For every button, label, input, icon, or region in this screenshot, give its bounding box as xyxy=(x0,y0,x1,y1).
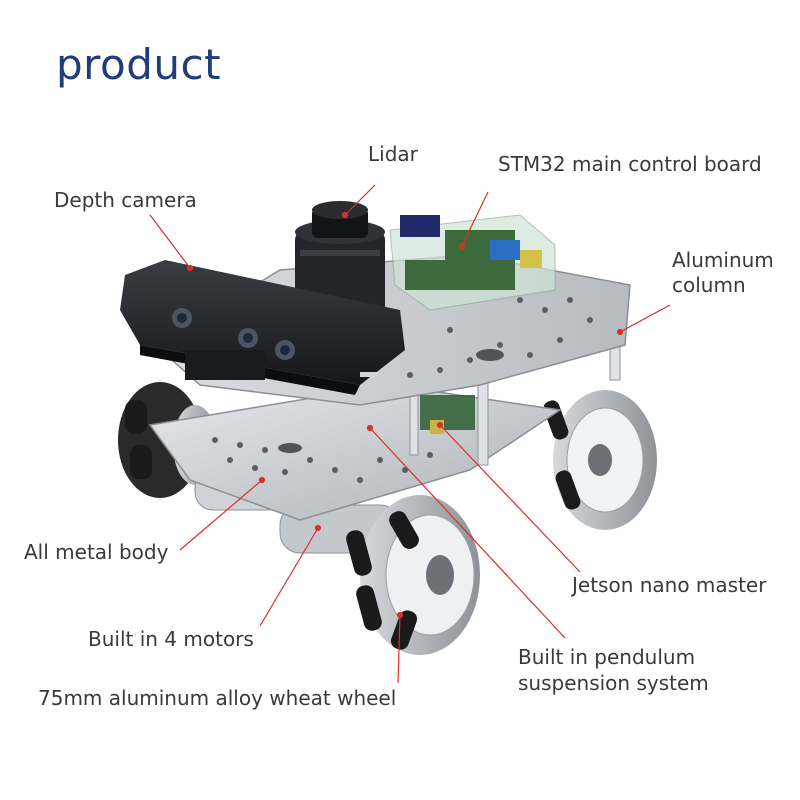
label-pendulum-line2: suspension system xyxy=(518,671,709,695)
label-depth-camera: Depth camera xyxy=(54,188,197,212)
label-lidar: Lidar xyxy=(368,142,418,166)
label-aluminum-column-line2: column xyxy=(672,273,746,297)
jetson-board xyxy=(420,395,475,434)
label-aluminum-column-line1: Aluminum xyxy=(672,248,774,272)
depth-camera xyxy=(120,260,405,395)
label-pendulum-line1: Built in pendulum xyxy=(518,645,696,669)
label-jetson: Jetson nano master xyxy=(572,573,767,597)
stm32-board xyxy=(389,214,556,311)
label-motors: Built in 4 motors xyxy=(88,627,254,651)
label-stm32: STM32 main control board xyxy=(498,152,762,176)
page-title: product xyxy=(56,40,222,89)
label-metal-body: All metal body xyxy=(24,540,169,564)
callout-lines xyxy=(149,184,671,684)
label-wheel: 75mm aluminum alloy wheat wheel xyxy=(38,686,397,710)
rear-right-wheel xyxy=(543,390,657,530)
upper-plate-holes xyxy=(407,297,593,378)
lower-plate-holes xyxy=(212,437,433,483)
front-left-wheel xyxy=(346,495,480,655)
